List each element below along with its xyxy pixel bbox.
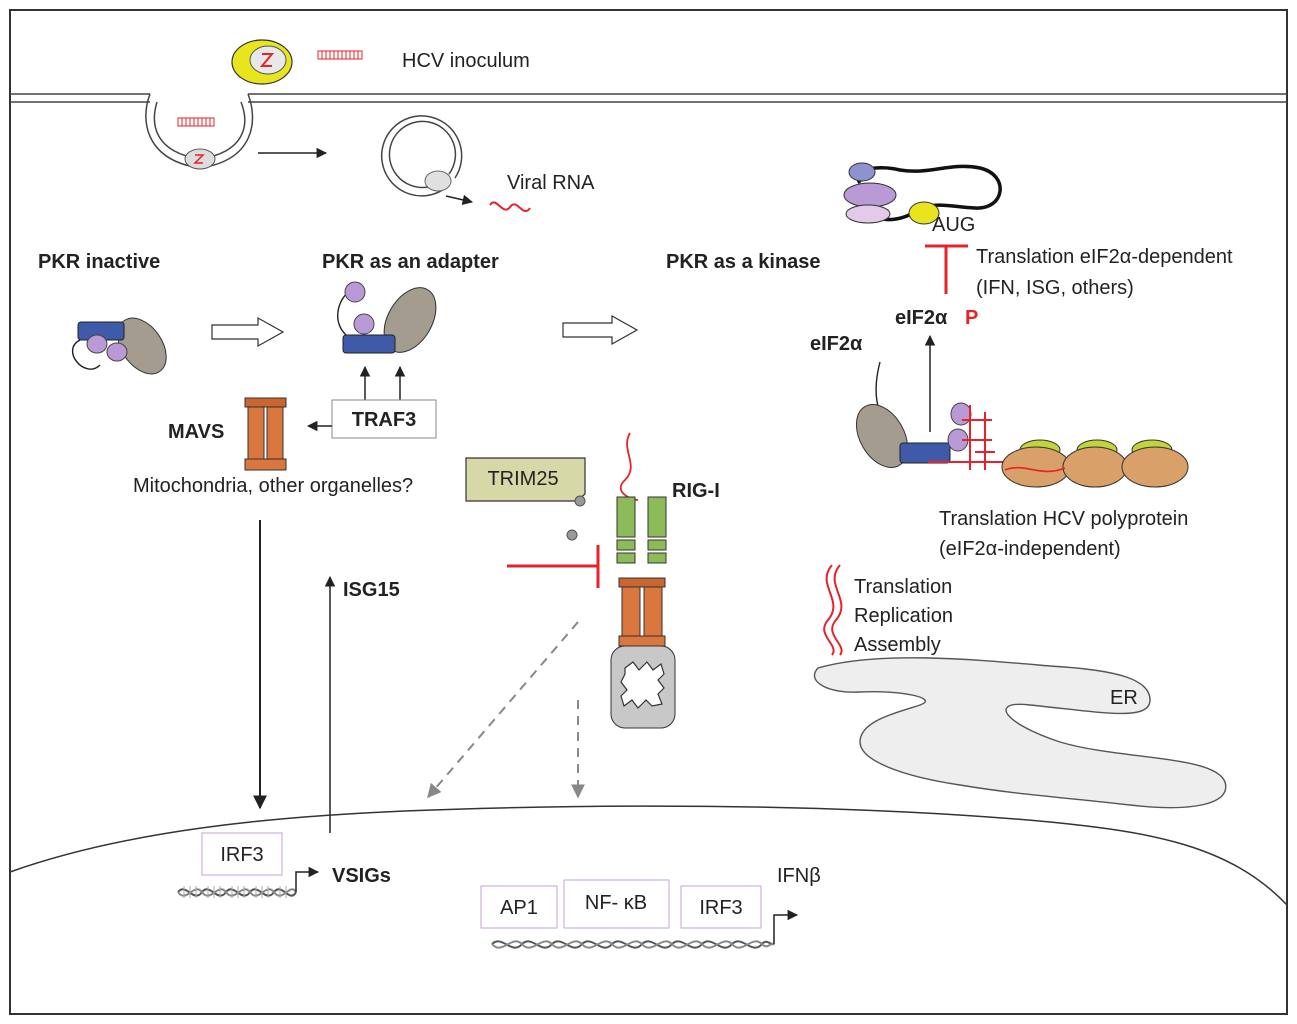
- endoplasmic-reticulum: [813, 657, 1227, 809]
- dna-helix-left: [177, 886, 297, 898]
- trim25-label: TRIM25: [487, 468, 558, 490]
- rna-fragment-icon: [317, 50, 363, 60]
- inhibition-bar-host-translation: [925, 244, 968, 294]
- plasma-membrane: [10, 93, 1287, 169]
- aug-label: AUG: [932, 214, 975, 236]
- viral-rna-label: Viral RNA: [507, 172, 595, 194]
- rigi-icon: [616, 496, 667, 564]
- transition-arrow-1: [211, 316, 285, 348]
- irf3-left-box: [201, 832, 283, 876]
- eif2a-phos-label: eIF2α: [895, 307, 948, 329]
- hcv-rna-strands-icon: [823, 564, 843, 656]
- dna-helix-ifnb: [491, 940, 775, 949]
- ubiquitin-icon-free: [566, 529, 578, 541]
- tf-label-nfkb: NF- κB: [585, 892, 647, 914]
- host-translation-line2: (IFN, ISG, others): [976, 277, 1134, 299]
- mavs-label: MAVS: [168, 421, 224, 443]
- tf-label-irf3: IRF3: [699, 897, 742, 919]
- hcv-virion-icon: [231, 39, 293, 85]
- hcv-translation-line1: Translation HCV polyprotein: [939, 508, 1188, 530]
- nuclear-membrane: [9, 805, 1288, 906]
- pkr-adapter-complex: [337, 281, 437, 354]
- rigi-label: RIG-I: [672, 480, 720, 502]
- viral-rna-squiggle: [489, 201, 531, 213]
- vsigs-promoter-arrow: [295, 866, 320, 892]
- tf-box-irf3: [680, 885, 762, 929]
- organelles-label: Mitochondria, other organelles?: [133, 475, 413, 497]
- hcv-cycle-replication: Replication: [854, 605, 953, 627]
- pkr-kinase-label: PKR as a kinase: [666, 251, 821, 273]
- polysome-ribosomes: [1001, 439, 1189, 488]
- ubiquitin-icon: [574, 495, 586, 507]
- pkr-inactive-label: PKR inactive: [38, 251, 160, 273]
- uncoating-vesicle: [380, 115, 463, 197]
- irf3-left-label: IRF3: [220, 844, 263, 866]
- vsigs-label: VSIGs: [332, 865, 391, 887]
- tf-label-ap1: AP1: [500, 897, 538, 919]
- mavs-mitochondrion-icon: [610, 577, 676, 729]
- eif2a-free-label: eIF2α: [810, 333, 863, 355]
- pkr-adapter-label: PKR as an adapter: [322, 251, 499, 273]
- traf3-label: TRAF3: [352, 409, 416, 431]
- hcv-cycle-translation: Translation: [854, 576, 952, 598]
- traf3-box: [331, 399, 437, 439]
- mavs-icon: [244, 397, 287, 471]
- host-ribosome-mrna: [843, 162, 1002, 225]
- release-arrow: [445, 194, 474, 205]
- hcv-translation-line2: (eIF2α-independent): [939, 538, 1121, 560]
- pkr-kinase-complex: [855, 402, 1181, 470]
- inhibition-bar-rigi: [507, 545, 600, 588]
- tf-box-nfkb: [563, 879, 670, 929]
- phospho-p-label: P: [965, 307, 978, 329]
- isg15-label: ISG15: [343, 579, 400, 601]
- signal-arrow-to-nucleus-1: [427, 621, 579, 799]
- endosome-cargo-icon: [177, 117, 216, 170]
- pkr-inactive-complex: [71, 317, 167, 375]
- hcv-cycle-assembly: Assembly: [854, 634, 941, 656]
- hcv-inoculum-label: HCV inoculum: [402, 50, 530, 72]
- transition-arrow-2: [562, 314, 639, 346]
- ifnb-label: IFNβ: [777, 865, 821, 887]
- er-label: ER: [1110, 687, 1138, 709]
- tf-box-ap1: [480, 885, 558, 929]
- host-translation-line1: Translation eIF2α-dependent: [976, 246, 1233, 268]
- ifnb-promoter-arrow: [773, 909, 799, 944]
